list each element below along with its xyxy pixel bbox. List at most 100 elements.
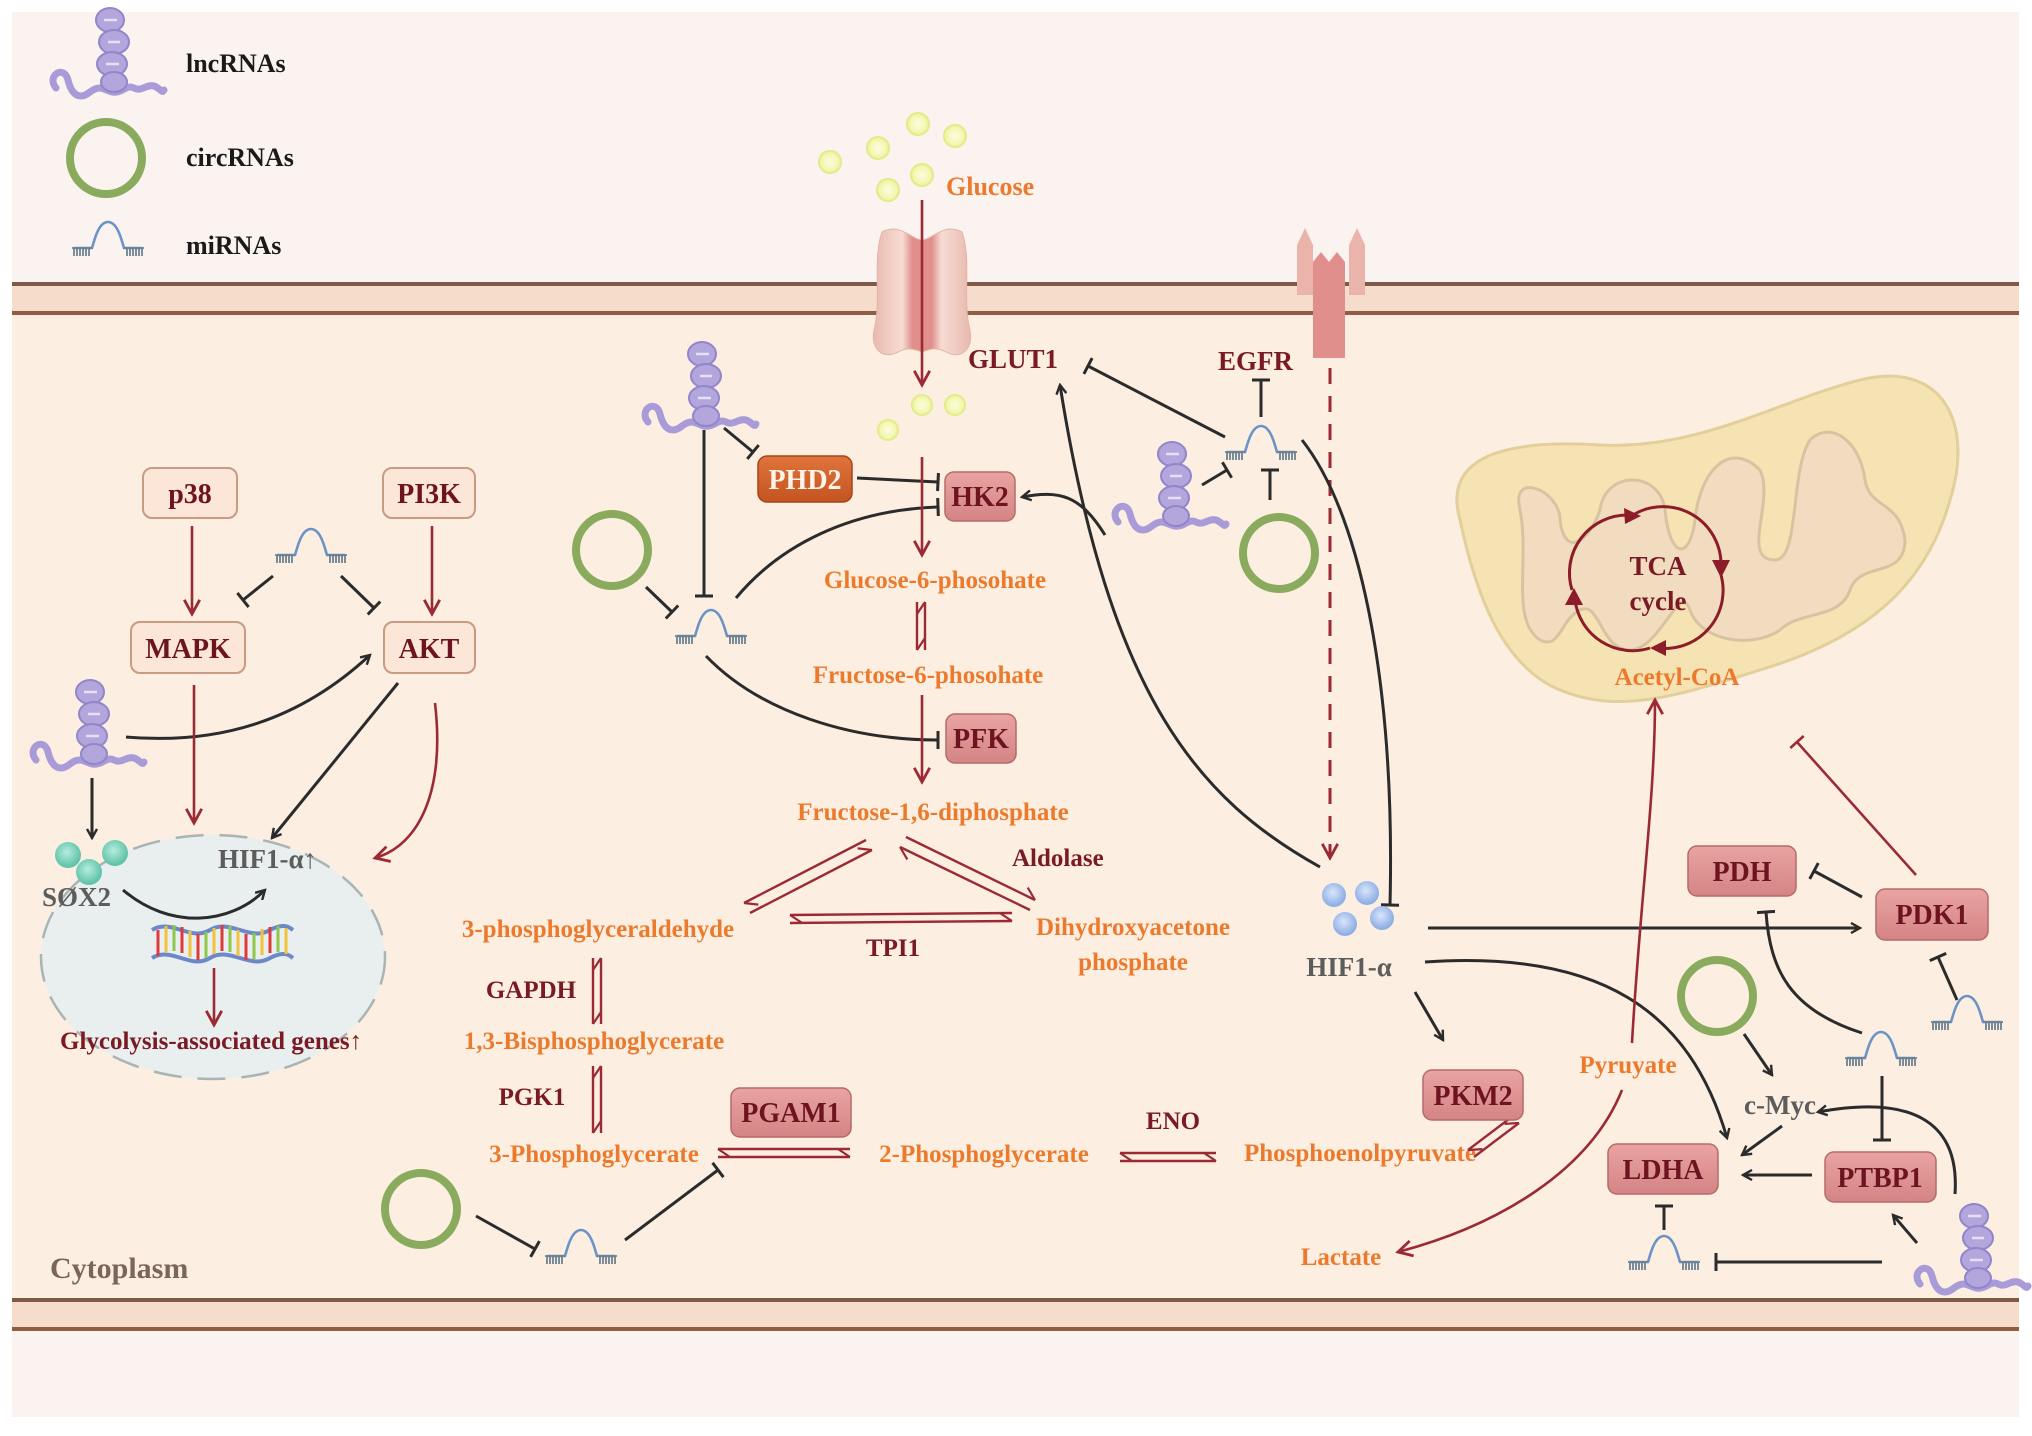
svg-text:PFK: PFK xyxy=(953,724,1009,755)
pyruvate-to-lactate-arrow xyxy=(1398,1089,1624,1252)
enzyme-pgk1-label: PGK1 xyxy=(499,1084,566,1111)
hif1a-label: HIF1-α xyxy=(1306,952,1392,982)
metabolite-1-3-bisphosphoglycerate: 1,3-Bisphosphoglycerate xyxy=(464,1028,724,1055)
svg-text:PKM2: PKM2 xyxy=(1433,1081,1512,1112)
svg-text:PDH: PDH xyxy=(1712,857,1771,888)
mirna-inhibits-akt xyxy=(339,574,382,616)
lncrna-to-akt-arrow xyxy=(125,655,370,740)
pdk1-inhibits-acetyl-coa xyxy=(1789,735,1917,876)
svg-text:MAPK: MAPK xyxy=(145,634,231,665)
svg-text:PI3K: PI3K xyxy=(397,479,461,510)
svg-text:HK2: HK2 xyxy=(951,482,1009,513)
enzyme-tpi1-label: TPI1 xyxy=(866,935,920,962)
p38-box: p38 xyxy=(142,467,238,519)
ldha-box: LDHA xyxy=(1607,1143,1719,1195)
akt-to-hif-arrow xyxy=(272,682,400,838)
dna-helix-icon xyxy=(150,923,295,964)
mirna-inhibits-mapk xyxy=(236,574,274,608)
phd2-box: PHD2 xyxy=(757,455,853,503)
legend: lncRNAs circRNAs miRNAs xyxy=(53,8,294,260)
circrna-inhibits-mirna xyxy=(475,1214,541,1258)
pgam1-reversible-arrow xyxy=(717,1147,851,1159)
metabolite-lactate: Lactate xyxy=(1301,1244,1382,1271)
aldolase-dhap-reversible-arrow xyxy=(899,835,1036,912)
hif1a-nuclear-label: HIF1-α↑ xyxy=(218,844,317,874)
svg-text:PTBP1: PTBP1 xyxy=(1837,1163,1923,1194)
pkm2-reversible-arrow xyxy=(1467,1115,1520,1158)
cytoplasm-label: Cytoplasm xyxy=(50,1252,188,1285)
phd2-inhibits-hk2 xyxy=(856,472,940,492)
mapk-box: MAPK xyxy=(130,621,246,674)
enzyme-gapdh-label: GAPDH xyxy=(486,977,577,1004)
tca-cycle-arrows xyxy=(1565,505,1730,656)
lncrna-inhibits-mirna xyxy=(1201,461,1233,487)
mirna-inhibits-hk2 xyxy=(734,497,940,599)
akt-box: AKT xyxy=(383,621,476,674)
akt-to-nucleus-arrow xyxy=(375,702,439,858)
metabolite-3-phosphoglycerate: 3-Phosphoglycerate xyxy=(489,1141,699,1168)
metabolite-glucose-6-phosphate: Glucose-6-phosohate xyxy=(824,567,1046,594)
hif1a-to-ldha-arrow xyxy=(1424,959,1727,1138)
circrna-to-cmyc-arrow xyxy=(1742,1033,1772,1075)
g6p-f6p-reversible-arrow xyxy=(915,601,927,651)
sox2-label: SØX2 xyxy=(42,882,111,912)
legend-label-mirnas: miRNAs xyxy=(186,231,281,260)
gapdh-reversible-arrow xyxy=(591,957,603,1025)
glut1-label: GLUT1 xyxy=(968,344,1058,374)
legend-label-circrnas: circRNAs xyxy=(186,143,294,172)
mirna-inhibits-glut1 xyxy=(1082,357,1226,439)
pkm2-box: PKM2 xyxy=(1422,1069,1524,1121)
mirna-inhibits-pgam1 xyxy=(624,1161,725,1242)
mirna-inhibits-pfk xyxy=(704,654,940,750)
hif1a-to-pkm2-arrow xyxy=(1413,991,1445,1040)
enzyme-eno-label: ENO xyxy=(1146,1108,1200,1135)
metabolite-acetyl-coa: Acetyl-CoA xyxy=(1615,664,1740,691)
hif1a-to-glut1-arrow xyxy=(1060,385,1321,869)
sox2-protein-icon xyxy=(55,840,128,885)
metabolite-pyruvate: Pyruyate xyxy=(1579,1052,1676,1079)
pdk1-inhibits-pdh xyxy=(1808,862,1863,899)
pdh-box: PDH xyxy=(1687,845,1797,897)
metabolite-2-phosphoglycerate: 2-Phosphoglycerate xyxy=(879,1141,1089,1168)
cmyc-label: c-Myc xyxy=(1744,1090,1816,1120)
ptbp1-box: PTBP1 xyxy=(1824,1151,1937,1203)
hk2-box: HK2 xyxy=(944,471,1016,522)
glucose-molecules-outside xyxy=(818,112,967,202)
svg-text:p38: p38 xyxy=(168,479,212,510)
lncrna-inhibits-phd2 xyxy=(723,426,760,460)
circrna-inhibits-mirna xyxy=(644,585,680,620)
svg-text:AKT: AKT xyxy=(399,634,460,665)
mirna-inhibits-hif1a xyxy=(1300,439,1400,907)
enzyme-aldolase-label: Aldolase xyxy=(1012,845,1104,872)
svg-text:PDK1: PDK1 xyxy=(1895,900,1968,931)
metabolite-dihydroxyacetone-phosphate-line1: Dihydroxyacetone xyxy=(1036,914,1230,941)
metabolite-3-phosphoglyceraldehyde: 3-phosphoglyceraldehyde xyxy=(462,916,734,943)
tca-cycle-label-line1: TCA xyxy=(1629,551,1687,581)
mirna-inhibits-pdk1 xyxy=(1929,951,1959,1001)
pdk1-box: PDK1 xyxy=(1875,888,1989,941)
pgk1-reversible-arrow xyxy=(591,1065,603,1134)
hif1a-to-hk2-arrow xyxy=(1022,494,1107,536)
eno-reversible-arrow xyxy=(1119,1151,1217,1163)
svg-text:LDHA: LDHA xyxy=(1623,1155,1705,1186)
egfr-label: EGFR xyxy=(1218,346,1294,376)
pgam1-box: PGAM1 xyxy=(730,1087,852,1138)
lncrna-to-cmyc-arrow xyxy=(1818,1107,1957,1195)
glucose-label: Glucose xyxy=(946,172,1034,201)
mirna-inhibits-pdh xyxy=(1756,909,1863,1035)
glycolysis-genes-label: Glycolysis-associated genes↑ xyxy=(60,1028,362,1055)
tca-cycle-label-line2: cycle xyxy=(1630,586,1687,616)
hif1a-protein-icon xyxy=(1322,881,1394,936)
lncrna-to-ptbp1-arrow xyxy=(1893,1215,1919,1244)
cmyc-to-ldha-arrow xyxy=(1742,1124,1783,1155)
legend-label-lncrnas: lncRNAs xyxy=(186,49,286,78)
tpi1-reversible-arrow xyxy=(789,911,1013,925)
aldolase-g3p-reversible-arrow xyxy=(743,838,873,915)
metabolite-dihydroxyacetone-phosphate-line2: phosphate xyxy=(1078,949,1188,976)
metabolite-phosphoenolpyruvate: Phosphoenolpyruvate xyxy=(1244,1140,1476,1167)
egfr-receptor-icon xyxy=(1297,228,1365,358)
pyruvate-to-acetyl-coa-arrow xyxy=(1630,700,1655,1044)
plasma-membrane-top xyxy=(12,282,2019,315)
sox2-to-hif-arrow xyxy=(122,890,265,920)
